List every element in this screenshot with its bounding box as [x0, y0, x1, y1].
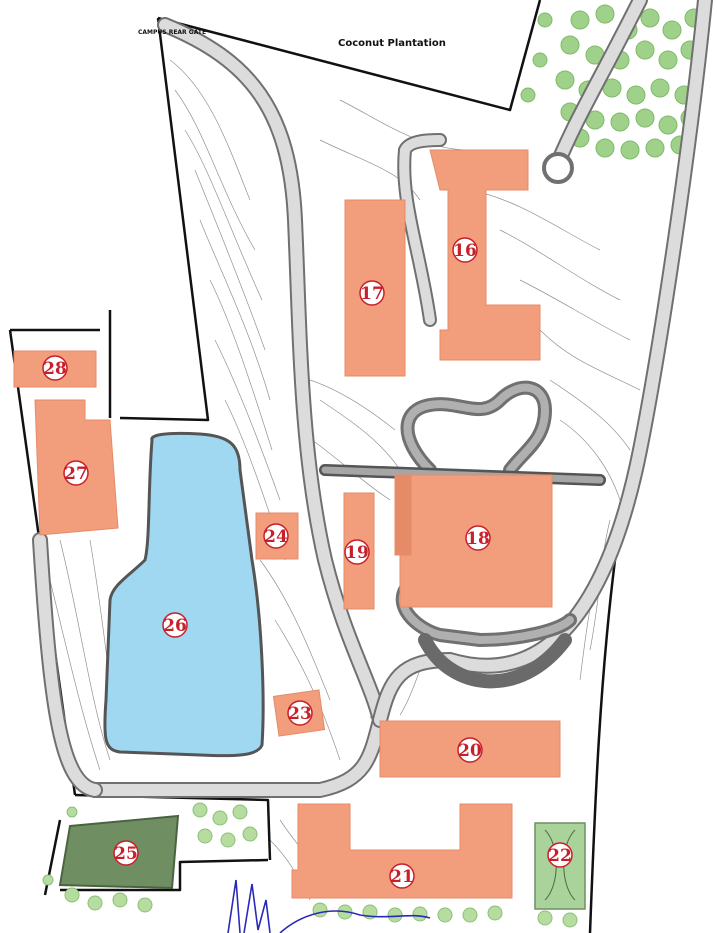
- label-18: 18: [465, 525, 491, 551]
- contour-lines: [44, 59, 641, 901]
- label-25: 25: [113, 840, 139, 866]
- pond: [103, 431, 265, 758]
- hedge-shrubs: [42, 802, 578, 928]
- label-19-text: 19: [345, 543, 369, 563]
- gate-label: CAMPUS REAR GATE: [138, 29, 206, 36]
- label-23: 23: [287, 700, 313, 726]
- label-16-text: 16: [453, 241, 477, 261]
- label-18-text: 18: [466, 529, 490, 549]
- label-21-text: 21: [390, 867, 414, 887]
- label-27: 27: [63, 460, 89, 486]
- label-23-text: 23: [288, 704, 312, 724]
- label-20: 20: [457, 737, 483, 763]
- label-17: 17: [359, 280, 385, 306]
- campus-road: [32, 0, 713, 798]
- building-labels: 16 17 18 19 20 21 22 23 24 25 26 27 28: [42, 237, 573, 889]
- building-18-wing: [394, 474, 412, 556]
- building-21: [291, 803, 513, 899]
- plantation-label: Coconut Plantation: [338, 38, 446, 49]
- label-22-text: 22: [548, 846, 572, 866]
- label-26: 26: [162, 612, 188, 638]
- label-27-text: 27: [64, 464, 88, 484]
- label-22: 22: [547, 842, 573, 868]
- label-20-text: 20: [458, 741, 482, 761]
- label-28-text: 28: [43, 359, 67, 379]
- building-24: [255, 512, 299, 560]
- label-26-text: 26: [163, 616, 187, 636]
- label-24: 24: [263, 523, 289, 549]
- label-21: 21: [389, 863, 415, 889]
- label-19: 19: [344, 539, 370, 565]
- label-28: 28: [42, 355, 68, 381]
- label-24-text: 24: [264, 527, 288, 547]
- label-17-text: 17: [360, 284, 384, 304]
- label-25-text: 25: [114, 844, 138, 864]
- signature-scribble: [227, 879, 431, 933]
- building-16: [429, 149, 541, 361]
- label-16: 16: [452, 237, 478, 263]
